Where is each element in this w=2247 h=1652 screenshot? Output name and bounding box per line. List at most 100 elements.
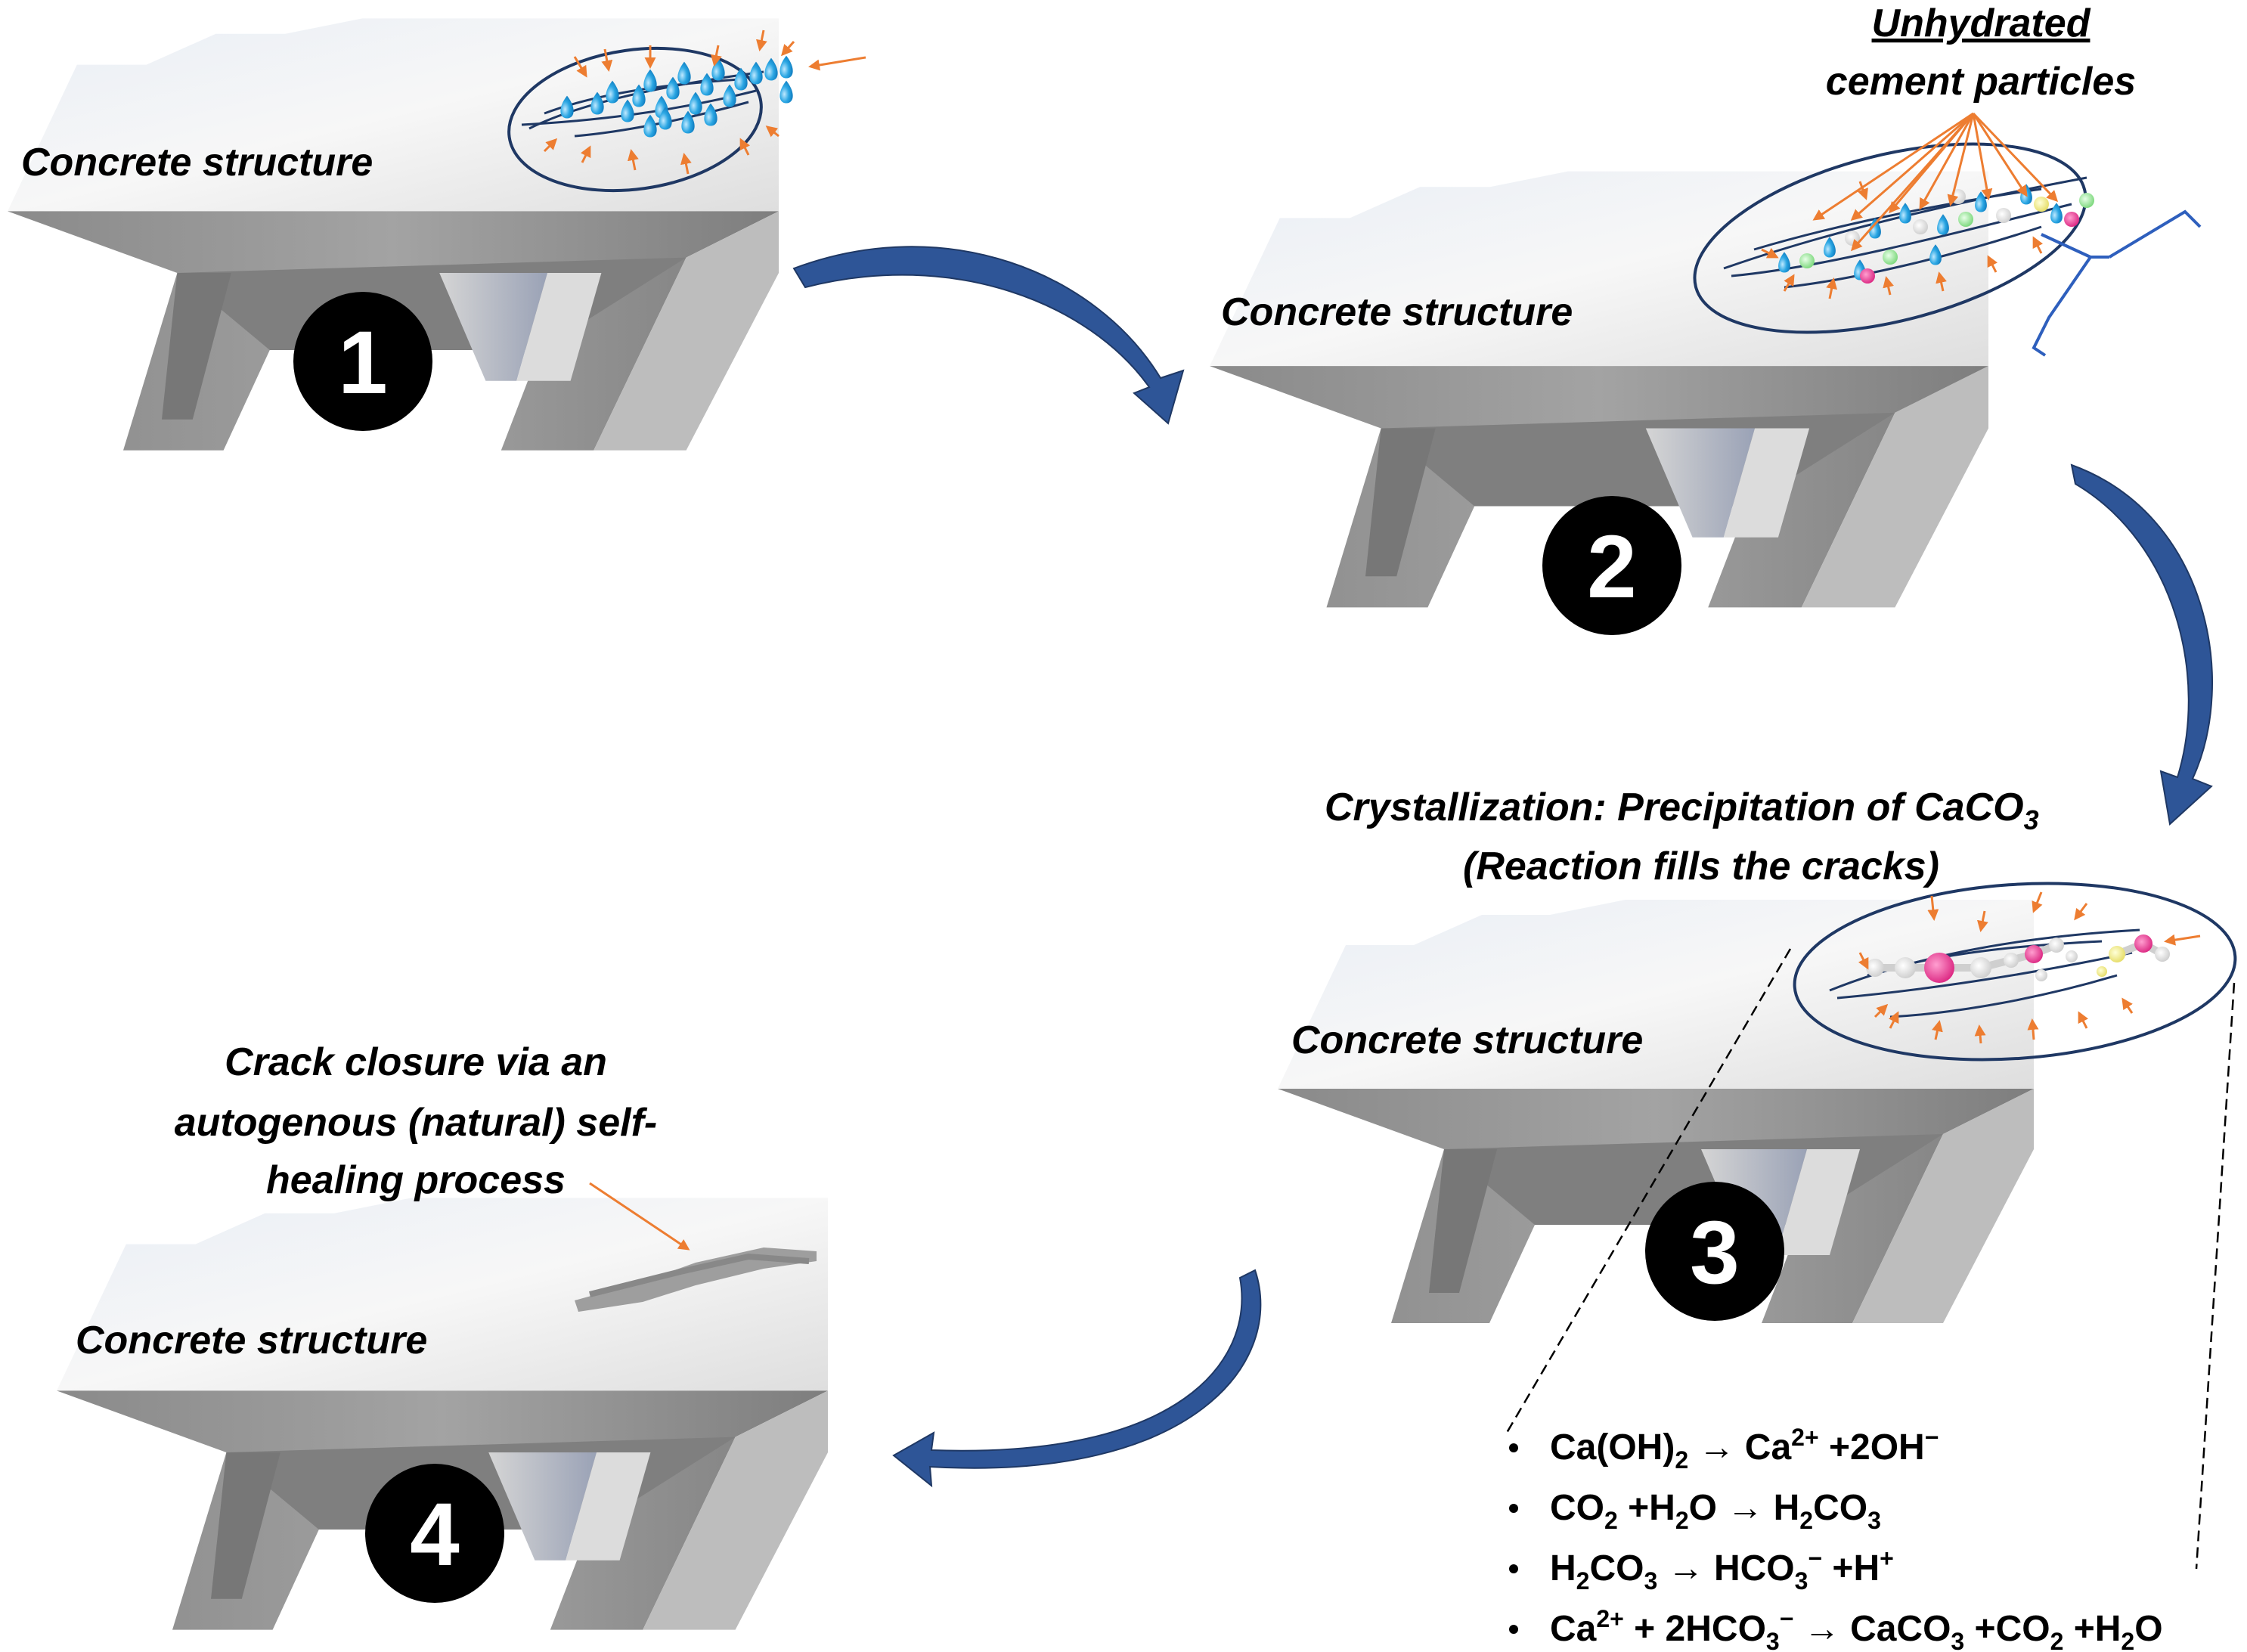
water-droplet xyxy=(681,110,695,134)
water-droplet xyxy=(1929,244,1942,265)
stage-4-number-badge xyxy=(365,1464,504,1603)
stage-1-orange-arrows xyxy=(543,29,795,175)
stage-3-structure-label: Concrete structure xyxy=(1291,1018,1643,1062)
inward-pressure-arrow xyxy=(1936,271,1947,292)
inward-pressure-arrow xyxy=(1927,895,1939,921)
reaction-equation: Ca2+ + 2HCO3− → CaCO3 +CO2 +H2O xyxy=(1550,1605,2163,1652)
closure-label-line3: healing process xyxy=(266,1158,566,1202)
water-droplet xyxy=(643,69,657,92)
water-droplet xyxy=(700,73,714,96)
water-droplet xyxy=(1869,218,1881,239)
inward-pressure-arrow xyxy=(2074,903,2088,921)
cement-particle xyxy=(1958,212,1973,227)
inward-pressure-arrow xyxy=(1783,274,1795,292)
particle-pointer-arrow xyxy=(1972,113,2028,197)
water-droplet xyxy=(704,103,717,126)
stage-2-bracket xyxy=(2032,209,2202,357)
ion-sphere xyxy=(2025,945,2043,963)
water-droplet xyxy=(606,80,619,104)
closure-pointer-arrow xyxy=(589,1182,690,1251)
cement-particle xyxy=(1913,219,1928,234)
inward-pressure-arrow xyxy=(2032,236,2044,254)
inward-pressure-arrow xyxy=(1974,1024,1986,1044)
inward-pressure-arrow xyxy=(1888,1011,1899,1029)
inward-pressure-arrow xyxy=(1858,952,1869,970)
cement-particle xyxy=(2064,212,2079,227)
stage-2-number: 2 xyxy=(1587,517,1637,617)
reaction-list: Ca(OH)2 → Ca2+ +2OH−CO2 +H2O → H2CO3H2CO… xyxy=(1509,1424,2163,1652)
cement-particle xyxy=(1883,250,1898,265)
inward-pressure-arrow xyxy=(739,138,751,156)
stage-1-number-badge xyxy=(293,292,432,431)
stage-4-structure-label: Concrete structure xyxy=(76,1319,427,1362)
inward-pressure-arrow xyxy=(1761,247,1779,259)
particle-pointer-arrow xyxy=(1851,113,1975,252)
reaction-bullet xyxy=(1509,1504,1518,1513)
stage-1: Concrete structure 1 xyxy=(8,18,866,451)
inward-pressure-arrow xyxy=(1883,276,1894,296)
stage-2-crack-zoom xyxy=(1693,142,2087,334)
water-droplet xyxy=(1824,237,1836,258)
inward-pressure-arrow xyxy=(573,56,587,78)
stage-2-particle-pointer-arrows xyxy=(1812,112,2059,252)
stage-1-number: 1 xyxy=(338,313,388,413)
inward-pressure-arrow xyxy=(1976,910,1988,932)
unhydrated-label-line2: cement particles xyxy=(1826,60,2136,104)
inward-pressure-arrow xyxy=(781,41,795,57)
water-droplet xyxy=(632,84,646,107)
water-droplet xyxy=(1937,214,1949,235)
water-droplet xyxy=(734,67,748,91)
stage-4-number: 4 xyxy=(410,1485,460,1585)
inward-pressure-arrow xyxy=(710,45,722,67)
particle-pointer-arrow xyxy=(1947,113,1975,206)
stage-3-orange-arrows xyxy=(1858,891,2134,1044)
stage-2-orange-arrows xyxy=(1761,181,2044,299)
ion-sphere xyxy=(2004,953,2019,968)
reaction-equation: H2CO3 → HCO3− +H+ xyxy=(1550,1545,1894,1595)
water-droplet xyxy=(1778,252,1790,273)
particle-pointer-arrow xyxy=(1919,113,1975,210)
water-droplet xyxy=(590,91,604,115)
reaction-bullet xyxy=(1509,1564,1518,1573)
water-droplet xyxy=(643,114,657,138)
stage-4: Concrete structure Crack closure via an … xyxy=(57,1040,828,1630)
healed-crack xyxy=(575,1248,817,1312)
cycle-arrows xyxy=(792,246,2213,1488)
stage-3-crack-zoom xyxy=(1793,882,2237,1062)
stage-3-zoom-line-right xyxy=(2195,982,2236,1570)
ion-sphere xyxy=(1924,953,1954,983)
inward-pressure-arrow xyxy=(1874,1003,1889,1018)
particle-pointer-arrow xyxy=(1972,113,1993,200)
water-droplet xyxy=(749,61,763,85)
inward-pressure-arrow xyxy=(2032,891,2043,913)
closure-label-line1: Crack closure via an xyxy=(225,1040,607,1084)
cement-particle xyxy=(2079,193,2094,208)
water-droplet xyxy=(779,80,793,104)
stage-3-number: 3 xyxy=(1690,1203,1740,1303)
stage-3-zoom-line-left xyxy=(1503,948,1792,1437)
water-droplet xyxy=(666,76,680,100)
water-droplet xyxy=(621,99,634,122)
cement-particle xyxy=(1860,268,1875,284)
inward-pressure-arrow xyxy=(543,138,558,153)
cement-particle xyxy=(1996,208,2011,223)
water-droplet xyxy=(677,61,691,85)
water-droplet xyxy=(1899,203,1911,224)
reaction-bullet xyxy=(1509,1625,1518,1634)
ion-sphere xyxy=(2155,947,2170,962)
reaction-equation: CO2 +H2O → H2CO3 xyxy=(1550,1488,1881,1534)
ion-sphere xyxy=(2109,946,2125,962)
inward-pressure-arrow xyxy=(1857,181,1868,200)
ion-sphere xyxy=(1866,959,1884,977)
inward-pressure-arrow xyxy=(627,149,639,171)
inward-pressure-arrow xyxy=(1932,1020,1943,1040)
water-droplet xyxy=(2050,203,2063,224)
stage-1-structure-label: Concrete structure xyxy=(21,141,373,184)
particle-pointer-arrow xyxy=(1972,112,2059,203)
cement-particle xyxy=(1799,253,1815,268)
ion-sphere xyxy=(2035,969,2047,981)
particle-pointer-arrow xyxy=(1812,112,1974,221)
ion-sphere xyxy=(2134,934,2152,953)
stage-3-entry-arrow xyxy=(2164,934,2201,946)
